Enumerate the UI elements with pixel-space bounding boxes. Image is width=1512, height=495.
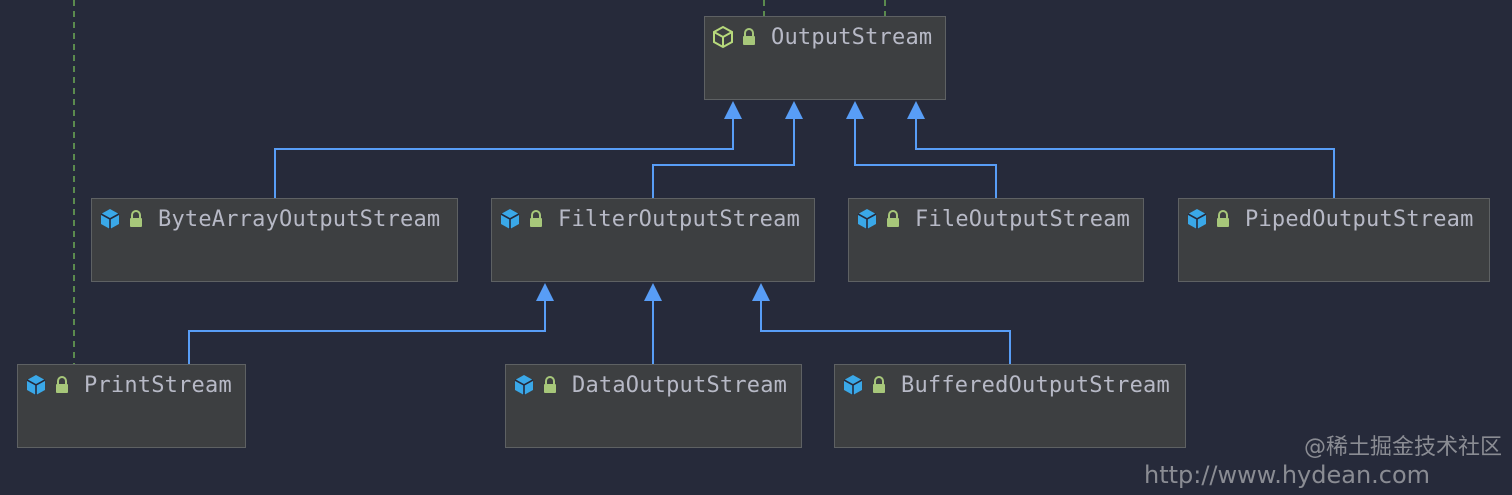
- lock-icon: [130, 210, 142, 227]
- watermark-line2: http://www.hydean.com: [1143, 461, 1431, 489]
- lock-icon: [56, 376, 68, 393]
- node-label: OutputStream: [771, 25, 933, 50]
- edge-buffered-to-filter: [760, 298, 1011, 364]
- class-icon: [26, 375, 46, 395]
- node-label: FilterOutputStream: [558, 207, 801, 232]
- node-label: PrintStream: [84, 373, 232, 398]
- lock-icon: [544, 376, 556, 393]
- watermark: @稀土掘金技术社区 http://www.hydean.com: [1144, 429, 1502, 489]
- class-icon: [100, 209, 120, 229]
- arrowhead: [536, 283, 554, 301]
- edge-bytearray-to-outputstream: [274, 116, 734, 198]
- node-dataoutputstream[interactable]: DataOutputStream: [505, 364, 802, 448]
- lock-icon: [530, 210, 542, 227]
- class-icon: [500, 209, 520, 229]
- lock-icon: [873, 376, 885, 393]
- abstract-class-icon: [713, 25, 733, 49]
- arrowhead: [907, 101, 925, 119]
- arrowhead: [752, 283, 770, 301]
- lock-icon: [1217, 210, 1229, 227]
- node-label: PipedOutputStream: [1245, 207, 1474, 232]
- class-icon: [843, 375, 863, 395]
- node-outputstream[interactable]: OutputStream: [704, 16, 946, 100]
- node-label: FileOutputStream: [915, 207, 1131, 232]
- watermark-line1: @稀土掘金技术社区: [1303, 435, 1502, 460]
- node-printstream[interactable]: PrintStream: [17, 364, 246, 448]
- lock-icon: [887, 210, 899, 227]
- node-bytearrayoutputstream[interactable]: ByteArrayOutputStream: [91, 198, 458, 282]
- node-label: BufferedOutputStream: [901, 373, 1170, 398]
- arrowhead: [846, 101, 864, 119]
- node-pipedoutputstream[interactable]: PipedOutputStream: [1178, 198, 1490, 282]
- arrowhead: [785, 101, 803, 119]
- node-label: DataOutputStream: [572, 373, 788, 398]
- arrowhead: [644, 283, 662, 301]
- lock-icon: [743, 28, 755, 45]
- class-icon: [1187, 209, 1207, 229]
- edge-piped-to-outputstream: [915, 116, 1335, 198]
- node-filteroutputstream[interactable]: FilterOutputStream: [491, 198, 815, 282]
- node-fileoutputstream[interactable]: FileOutputStream: [848, 198, 1144, 282]
- class-icon: [514, 375, 534, 395]
- node-label: ByteArrayOutputStream: [158, 207, 441, 232]
- class-icon: [857, 209, 877, 229]
- arrowhead: [724, 101, 742, 119]
- edge-filter-to-outputstream: [652, 116, 795, 198]
- edge-print-to-filter: [188, 298, 546, 364]
- edge-file-to-outputstream: [854, 116, 997, 198]
- node-bufferedoutputstream[interactable]: BufferedOutputStream: [834, 364, 1186, 448]
